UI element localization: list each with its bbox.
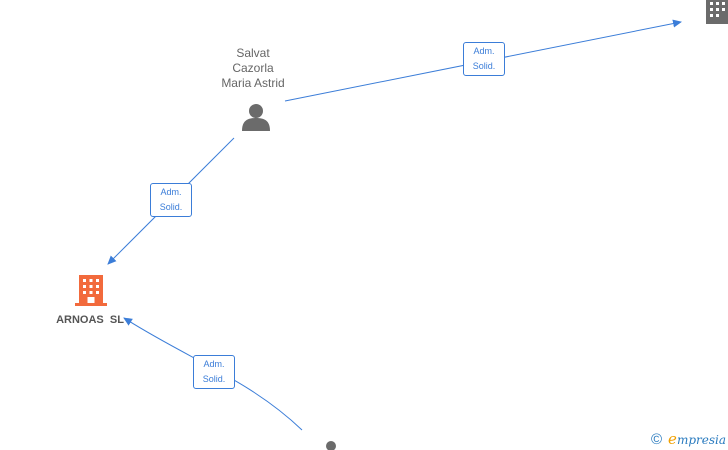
person-name-line: Cazorla <box>232 61 274 75</box>
person-name-label: Salvat Cazorla Maria Astrid <box>203 46 303 91</box>
building-icon[interactable] <box>706 0 728 24</box>
edge-label-line: Adm. <box>473 46 495 56</box>
person-icon[interactable] <box>321 441 341 450</box>
edge-label-line: Solid. <box>202 374 226 384</box>
edge-label-line: Solid. <box>472 61 496 71</box>
edge-label-box: Adm. Solid. <box>193 355 235 389</box>
brand-logo-rest: mpresia <box>676 433 726 447</box>
edge-label-box: Adm. Solid. <box>463 42 505 76</box>
edge-label-line: Solid. <box>159 202 183 212</box>
edge-label-line: Adm. <box>203 359 225 369</box>
person-name-line: Maria Astrid <box>221 76 285 90</box>
person-name-line: Salvat <box>236 46 270 60</box>
copyright-symbol: © <box>650 430 663 448</box>
edge-label-line: Adm. <box>160 187 182 197</box>
company-name-label[interactable]: ARNOAS SL <box>56 314 124 326</box>
person-icon[interactable] <box>242 104 270 131</box>
edge-label-box: Adm. Solid. <box>150 183 192 217</box>
brand-footer: © empresia <box>651 430 726 448</box>
brand-logo-first-letter: e <box>668 430 677 448</box>
building-icon[interactable] <box>75 275 107 306</box>
brand-logo[interactable]: empresia <box>668 430 726 448</box>
